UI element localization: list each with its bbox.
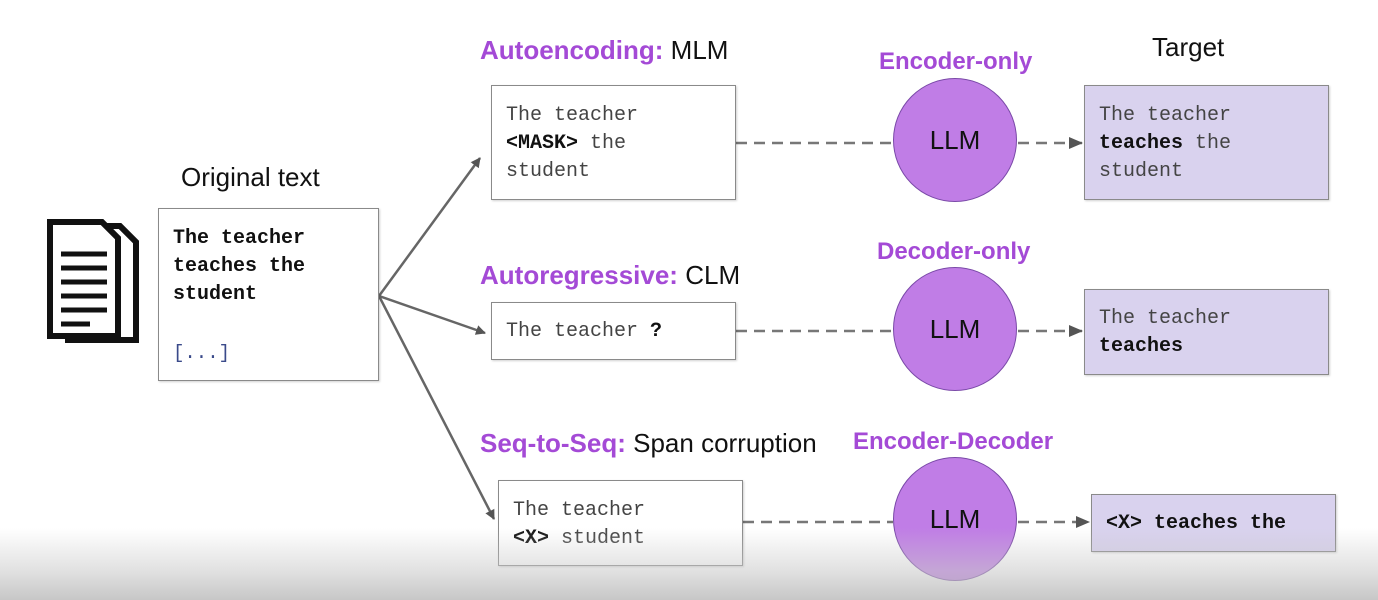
objective-type: Span corruption [633, 428, 817, 458]
mlm-input-box: The teacher <MASK> the student [491, 85, 736, 200]
target-line-3: student [1099, 160, 1184, 183]
document-stack-icon [47, 219, 139, 343]
target-token: teaches [1099, 132, 1184, 155]
original-text-box: The teacher teaches the student [...] [158, 208, 379, 381]
mlm-target-box: The teacher teaches the student [1084, 85, 1329, 200]
original-line-2: teaches the [173, 255, 306, 278]
target-token: teaches [1099, 335, 1184, 358]
arrow-to-mlm [377, 157, 482, 297]
clm-input-box: The teacher ? [491, 302, 736, 360]
arrow-to-clm [378, 294, 486, 335]
model-type-encoder-decoder: Encoder-Decoder [853, 428, 1054, 455]
model-type-decoder-only: Decoder-only [877, 238, 1031, 265]
target-line-2: teaches [1099, 333, 1183, 361]
seq-input-box: The teacher <X> student [498, 480, 743, 566]
mask-token: <MASK> [506, 132, 579, 155]
clm-target-box: The teacher teaches [1084, 289, 1329, 375]
target-token: <X> teaches the [1106, 512, 1287, 535]
arrow-to-seq [377, 295, 496, 520]
input-line-2: <X> student [513, 525, 645, 553]
objective-name: Autoregressive: [480, 260, 678, 290]
target-heading: Target [1152, 32, 1225, 62]
target-line-2: teaches the [1099, 130, 1231, 158]
objective-name: Seq-to-Seq: [480, 428, 626, 458]
target-line-1: The teacher [1099, 104, 1232, 127]
target-line-2-rest: the [1183, 132, 1232, 155]
input-line-1: The teacher [506, 104, 639, 127]
original-ellipsis: [...] [173, 342, 231, 364]
input-line-2: <MASK> the [506, 130, 626, 158]
objective-type: CLM [685, 260, 741, 290]
objective-name: Autoencoding: [480, 35, 664, 65]
row-label-autoregressive: Autoregressive: CLM [480, 260, 740, 291]
llm-node-encoder-decoder: LLM [893, 457, 1017, 581]
llm-node-decoder: LLM [893, 267, 1017, 391]
target-line-1: The teacher [1099, 307, 1232, 330]
original-line-1: The teacher [173, 227, 306, 250]
sentinel-token: <X> [513, 527, 550, 550]
input-line-3: student [506, 160, 591, 183]
llm-node-encoder: LLM [893, 78, 1017, 202]
original-text-heading: Original text [181, 162, 320, 192]
objective-type: MLM [670, 35, 729, 65]
original-line-3: student [173, 283, 258, 306]
row-label-autoencoding: Autoencoding: MLM [480, 35, 728, 66]
question-token: ? [650, 320, 663, 343]
input-line-2-rest: the [578, 132, 627, 155]
input-line-2-rest: student [549, 527, 646, 550]
row-label-seq-to-seq: Seq-to-Seq: Span corruption [480, 428, 817, 459]
input-text: The teacher [506, 320, 651, 343]
seq-target-box: <X> teaches the [1091, 494, 1336, 552]
model-type-encoder-only: Encoder-only [879, 48, 1033, 75]
input-line-1: The teacher ? [506, 318, 662, 346]
input-line-1: The teacher [513, 499, 646, 522]
target-line-1: <X> teaches the [1106, 510, 1286, 538]
